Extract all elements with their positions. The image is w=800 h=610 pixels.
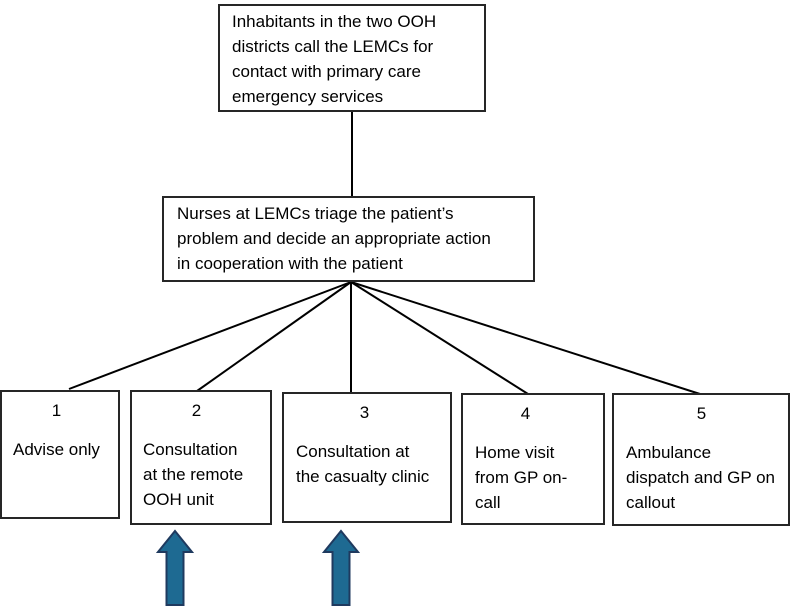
outcome-number: 4 [520, 404, 531, 423]
flow-box-entry: Inhabitants in the two OOH districts cal… [218, 4, 486, 112]
connector-triage-to-outcome-4 [350, 281, 529, 395]
up-arrow-icon [321, 529, 361, 606]
outcome-label: Ambulance dispatch and GP on callout [626, 443, 776, 512]
connector-triage-to-outcome-2 [196, 281, 352, 392]
flow-box-outcome-casualty-clinic: 3 Consultation at the casualty clinic [282, 392, 452, 523]
outcome-number: 5 [696, 404, 707, 423]
outcome-label: Consultation at the casualty clinic [296, 442, 430, 486]
flow-box-outcome-ambulance-dispatch: 5 Ambulance dispatch and GP on callout [612, 393, 790, 526]
flow-box-outcome-advise-only: 1 Advise only [0, 390, 120, 519]
outcome-number: 1 [51, 401, 62, 420]
flow-box-triage: Nurses at LEMCs triage the patient’s pro… [162, 196, 535, 282]
connector-triage-to-outcome-5 [350, 281, 701, 395]
outcome-number: 2 [191, 401, 202, 420]
outcome-label: Advise only [13, 440, 100, 459]
up-arrow-icon [155, 529, 195, 606]
outcome-number: 3 [359, 403, 370, 422]
connector-triage-to-outcome-1 [68, 281, 352, 390]
flow-box-outcome-remote-ooh-unit: 2 Consultation at the remote OOH unit [130, 390, 272, 525]
flow-box-entry-text: Inhabitants in the two OOH districts cal… [232, 12, 437, 106]
flow-box-outcome-home-visit: 4 Home visit from GP on-call [461, 393, 605, 525]
outcome-label: Home visit from GP on-call [475, 443, 568, 512]
outcome-label: Consultation at the remote OOH unit [143, 440, 244, 509]
flow-box-triage-text: Nurses at LEMCs triage the patient’s pro… [177, 204, 491, 273]
